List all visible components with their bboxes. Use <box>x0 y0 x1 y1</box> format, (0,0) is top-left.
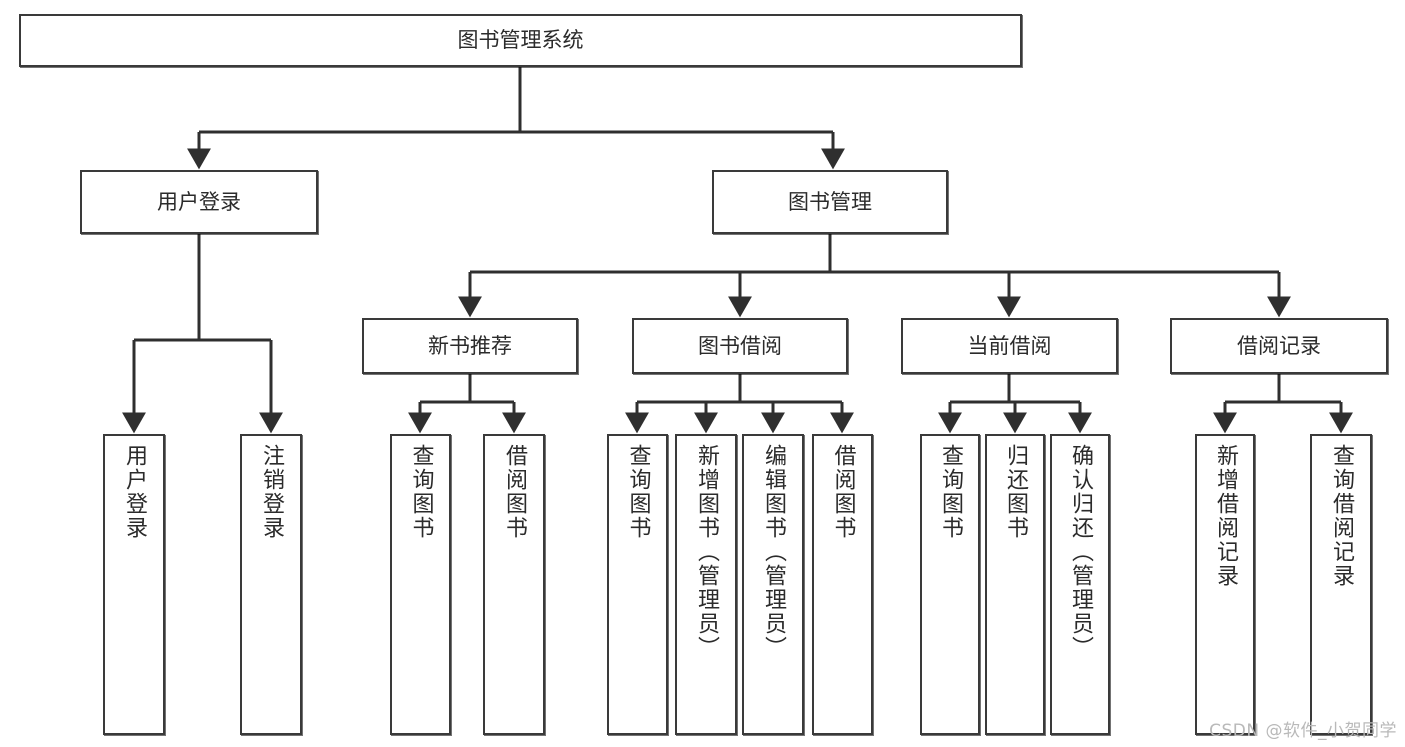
node-user-login[interactable]: 用户登录 <box>80 170 318 234</box>
node-current-borrow[interactable]: 当前借阅 <box>901 318 1118 374</box>
node-leaf-edit-book-admin-label: 编辑图书（管理员） <box>761 444 786 660</box>
node-book-manage-label: 图书管理 <box>788 189 872 214</box>
node-leaf-query-book-2-label: 查询图书 <box>625 444 651 540</box>
node-current-borrow-label: 当前借阅 <box>967 333 1052 358</box>
node-leaf-query-book-1[interactable]: 查询图书 <box>390 434 451 735</box>
node-leaf-query-book-3[interactable]: 查询图书 <box>920 434 980 735</box>
node-leaf-return-book[interactable]: 归还图书 <box>985 434 1045 735</box>
node-book-borrow[interactable]: 图书借阅 <box>632 318 848 374</box>
node-leaf-user-login-label: 用户登录 <box>122 444 147 540</box>
node-leaf-query-book-2[interactable]: 查询图书 <box>607 434 668 735</box>
node-book-manage[interactable]: 图书管理 <box>712 170 948 234</box>
node-leaf-query-record[interactable]: 查询借阅记录 <box>1310 434 1372 735</box>
node-root-label: 图书管理系统 <box>457 28 584 53</box>
node-leaf-borrow-book-1[interactable]: 借阅图书 <box>483 434 545 735</box>
node-leaf-query-record-label: 查询借阅记录 <box>1329 444 1354 588</box>
node-new-book-recommend-label: 新书推荐 <box>428 333 512 358</box>
node-user-login-label: 用户登录 <box>157 189 241 214</box>
node-leaf-add-book-admin[interactable]: 新增图书（管理员） <box>675 434 737 735</box>
node-leaf-borrow-book-2[interactable]: 借阅图书 <box>812 434 873 735</box>
node-leaf-confirm-return-admin-label: 确认归还（管理员） <box>1068 444 1093 660</box>
node-leaf-query-book-1-label: 查询图书 <box>408 444 434 540</box>
node-leaf-query-book-3-label: 查询图书 <box>938 444 963 540</box>
node-leaf-add-record-label: 新增借阅记录 <box>1213 444 1238 588</box>
node-leaf-user-login[interactable]: 用户登录 <box>103 434 165 735</box>
node-borrow-record-label: 借阅记录 <box>1237 333 1321 358</box>
node-root[interactable]: 图书管理系统 <box>19 14 1022 67</box>
node-leaf-add-record[interactable]: 新增借阅记录 <box>1195 434 1255 735</box>
node-leaf-return-book-label: 归还图书 <box>1003 444 1028 540</box>
node-leaf-logout-label: 注销登录 <box>259 444 284 540</box>
node-leaf-edit-book-admin[interactable]: 编辑图书（管理员） <box>742 434 804 735</box>
node-leaf-borrow-book-1-label: 借阅图书 <box>502 444 527 540</box>
node-leaf-borrow-book-2-label: 借阅图书 <box>830 444 856 540</box>
node-borrow-record[interactable]: 借阅记录 <box>1170 318 1388 374</box>
node-new-book-recommend[interactable]: 新书推荐 <box>362 318 578 374</box>
node-leaf-logout[interactable]: 注销登录 <box>240 434 302 735</box>
watermark: CSDN @软件_小贺同学 <box>1209 721 1397 741</box>
node-leaf-confirm-return-admin[interactable]: 确认归还（管理员） <box>1050 434 1110 735</box>
node-book-borrow-label: 图书借阅 <box>698 333 782 358</box>
node-leaf-add-book-admin-label: 新增图书（管理员） <box>694 444 719 660</box>
